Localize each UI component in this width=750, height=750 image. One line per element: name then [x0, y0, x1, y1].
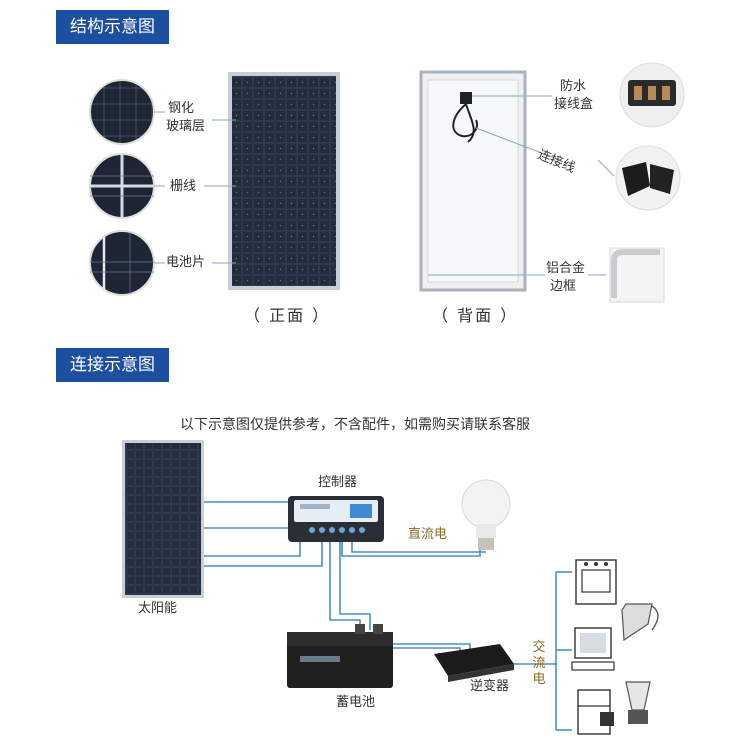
- controller-device: [288, 496, 384, 542]
- wiring: [204, 501, 572, 731]
- connection-section-title: 连接示意图: [56, 348, 169, 382]
- fridge-icon: [577, 689, 614, 735]
- inverter-label: 逆变器: [470, 679, 510, 694]
- reference-note: 以下示意图仅提供参考，不含配件，如需购买请联系客服: [180, 417, 530, 433]
- front-solar-panel: [228, 72, 340, 290]
- battery-device: [287, 624, 393, 688]
- front-caption: （ 正面 ）: [244, 306, 331, 325]
- grid-label: 栅线: [170, 179, 197, 194]
- connector-photo: [615, 145, 681, 211]
- solar-panel-small: [122, 440, 204, 598]
- back-solar-panel: [419, 70, 527, 292]
- grid-line-zoom: [89, 153, 155, 219]
- stove-icon: [575, 559, 617, 605]
- junction-label-line2: 接线盒: [554, 97, 594, 112]
- dc-label: 直流电: [408, 527, 448, 542]
- aluminium-frame-photo: [609, 247, 665, 303]
- junction-box-photo: [619, 62, 685, 128]
- blender-icon: [625, 681, 651, 724]
- solar-label: 太阳能: [138, 601, 178, 616]
- computer-icon: [571, 627, 615, 671]
- structure-section-title: 结构示意图: [56, 10, 169, 44]
- cell-label: 电池片: [166, 255, 206, 270]
- light-bulb: [461, 479, 511, 550]
- controller-label: 控制器: [318, 475, 358, 490]
- junction-box-shape: [460, 92, 472, 104]
- battery-label: 蓄电池: [336, 695, 376, 710]
- frame-label-line1: 铝合金: [546, 261, 586, 276]
- back-caption: （ 背面 ）: [432, 306, 519, 325]
- glass-label-line1: 钢化: [168, 101, 195, 116]
- glass-label-line2: 玻璃层: [166, 119, 206, 134]
- inverter-device: [434, 644, 514, 682]
- junction-label-line1: 防水: [560, 79, 587, 94]
- ac-label: 交流电: [532, 640, 546, 687]
- kettle-icon: [621, 603, 659, 642]
- cell-zoom: [89, 230, 155, 296]
- frame-label-line2: 边框: [550, 279, 577, 294]
- glass-layer-zoom: [89, 79, 155, 145]
